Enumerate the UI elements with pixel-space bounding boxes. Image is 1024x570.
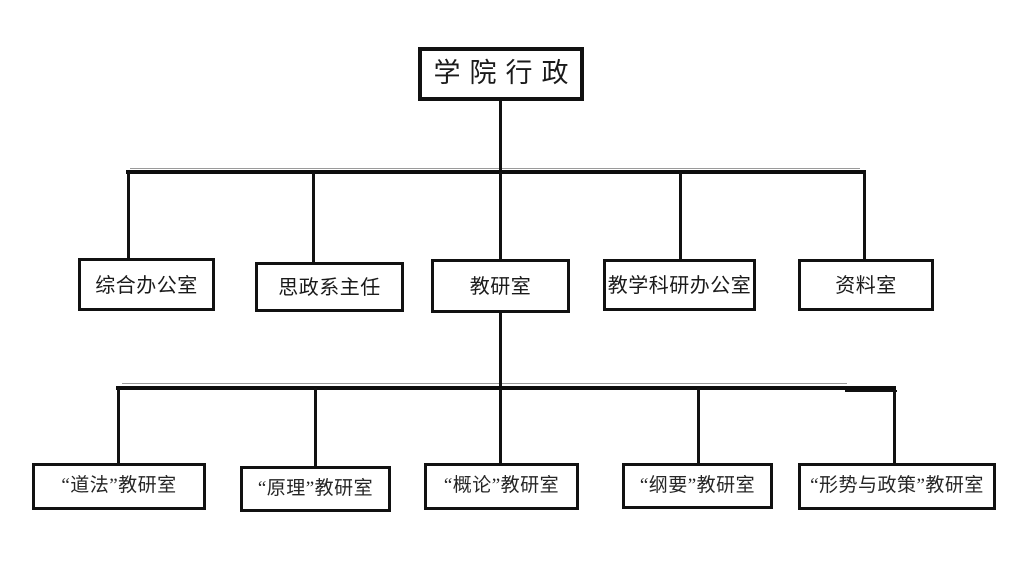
node-level3-daofa-section[interactable]: “道法”教研室 <box>32 463 206 510</box>
node-level2-teaching-research-section[interactable]: 教研室 <box>431 259 570 313</box>
connector-level3-bus <box>116 386 896 390</box>
connector-level2-bus-wisp <box>130 168 860 169</box>
node-level2-label-5: 资料室 <box>835 273 897 297</box>
connector-drop-level3-2 <box>314 388 317 466</box>
node-level2-general-office[interactable]: 综合办公室 <box>78 258 215 311</box>
node-level3-label-4: “纲要”教研室 <box>639 474 756 496</box>
node-level3-xingshi-zhengce-section[interactable]: “形势与政策”教研室 <box>798 463 996 510</box>
connector-drop-level2-2 <box>312 172 315 264</box>
node-root-academy-administration[interactable]: 学院行政 <box>418 47 584 101</box>
connector-level3-bus-wisp <box>122 383 847 384</box>
connector-drop-level3-4 <box>697 388 700 464</box>
node-level3-yuanli-section[interactable]: “原理”教研室 <box>240 466 391 512</box>
connector-drop-level3-1 <box>117 388 120 464</box>
node-level2-label-3: 教研室 <box>469 274 532 298</box>
connector-root-stem <box>499 101 502 173</box>
connector-teaching-research-stem <box>499 313 502 389</box>
connector-drop-level3-5 <box>893 390 896 464</box>
node-level2-archive-room[interactable]: 资料室 <box>798 259 934 311</box>
connector-drop-level2-5 <box>863 172 866 260</box>
connector-level2-bus <box>126 170 866 174</box>
node-level2-label-2: 思政系主任 <box>278 275 381 299</box>
node-level3-label-5: “形势与政策”教研室 <box>810 475 984 497</box>
node-level2-teaching-research-office[interactable]: 教学科研办公室 <box>603 259 756 311</box>
connector-level3-bus-right-artifact <box>845 390 897 392</box>
connector-drop-level2-3 <box>499 172 502 261</box>
node-level2-label-4: 教学科研办公室 <box>607 273 752 297</box>
connector-drop-level2-4 <box>679 172 682 261</box>
node-level3-gailun-section[interactable]: “概论”教研室 <box>424 463 579 510</box>
node-root-label: 学院行政 <box>433 58 578 89</box>
node-level2-department-director[interactable]: 思政系主任 <box>255 262 404 312</box>
node-level3-label-3: “概论”教研室 <box>443 475 560 497</box>
node-level3-gangyao-section[interactable]: “纲要”教研室 <box>622 463 773 509</box>
node-level3-label-1: “道法”教研室 <box>61 475 177 497</box>
node-level3-label-2: “原理”教研室 <box>257 477 374 499</box>
connector-drop-level3-3 <box>499 388 502 464</box>
node-level2-label-1: 综合办公室 <box>95 272 198 297</box>
connector-drop-level2-1 <box>127 172 130 260</box>
